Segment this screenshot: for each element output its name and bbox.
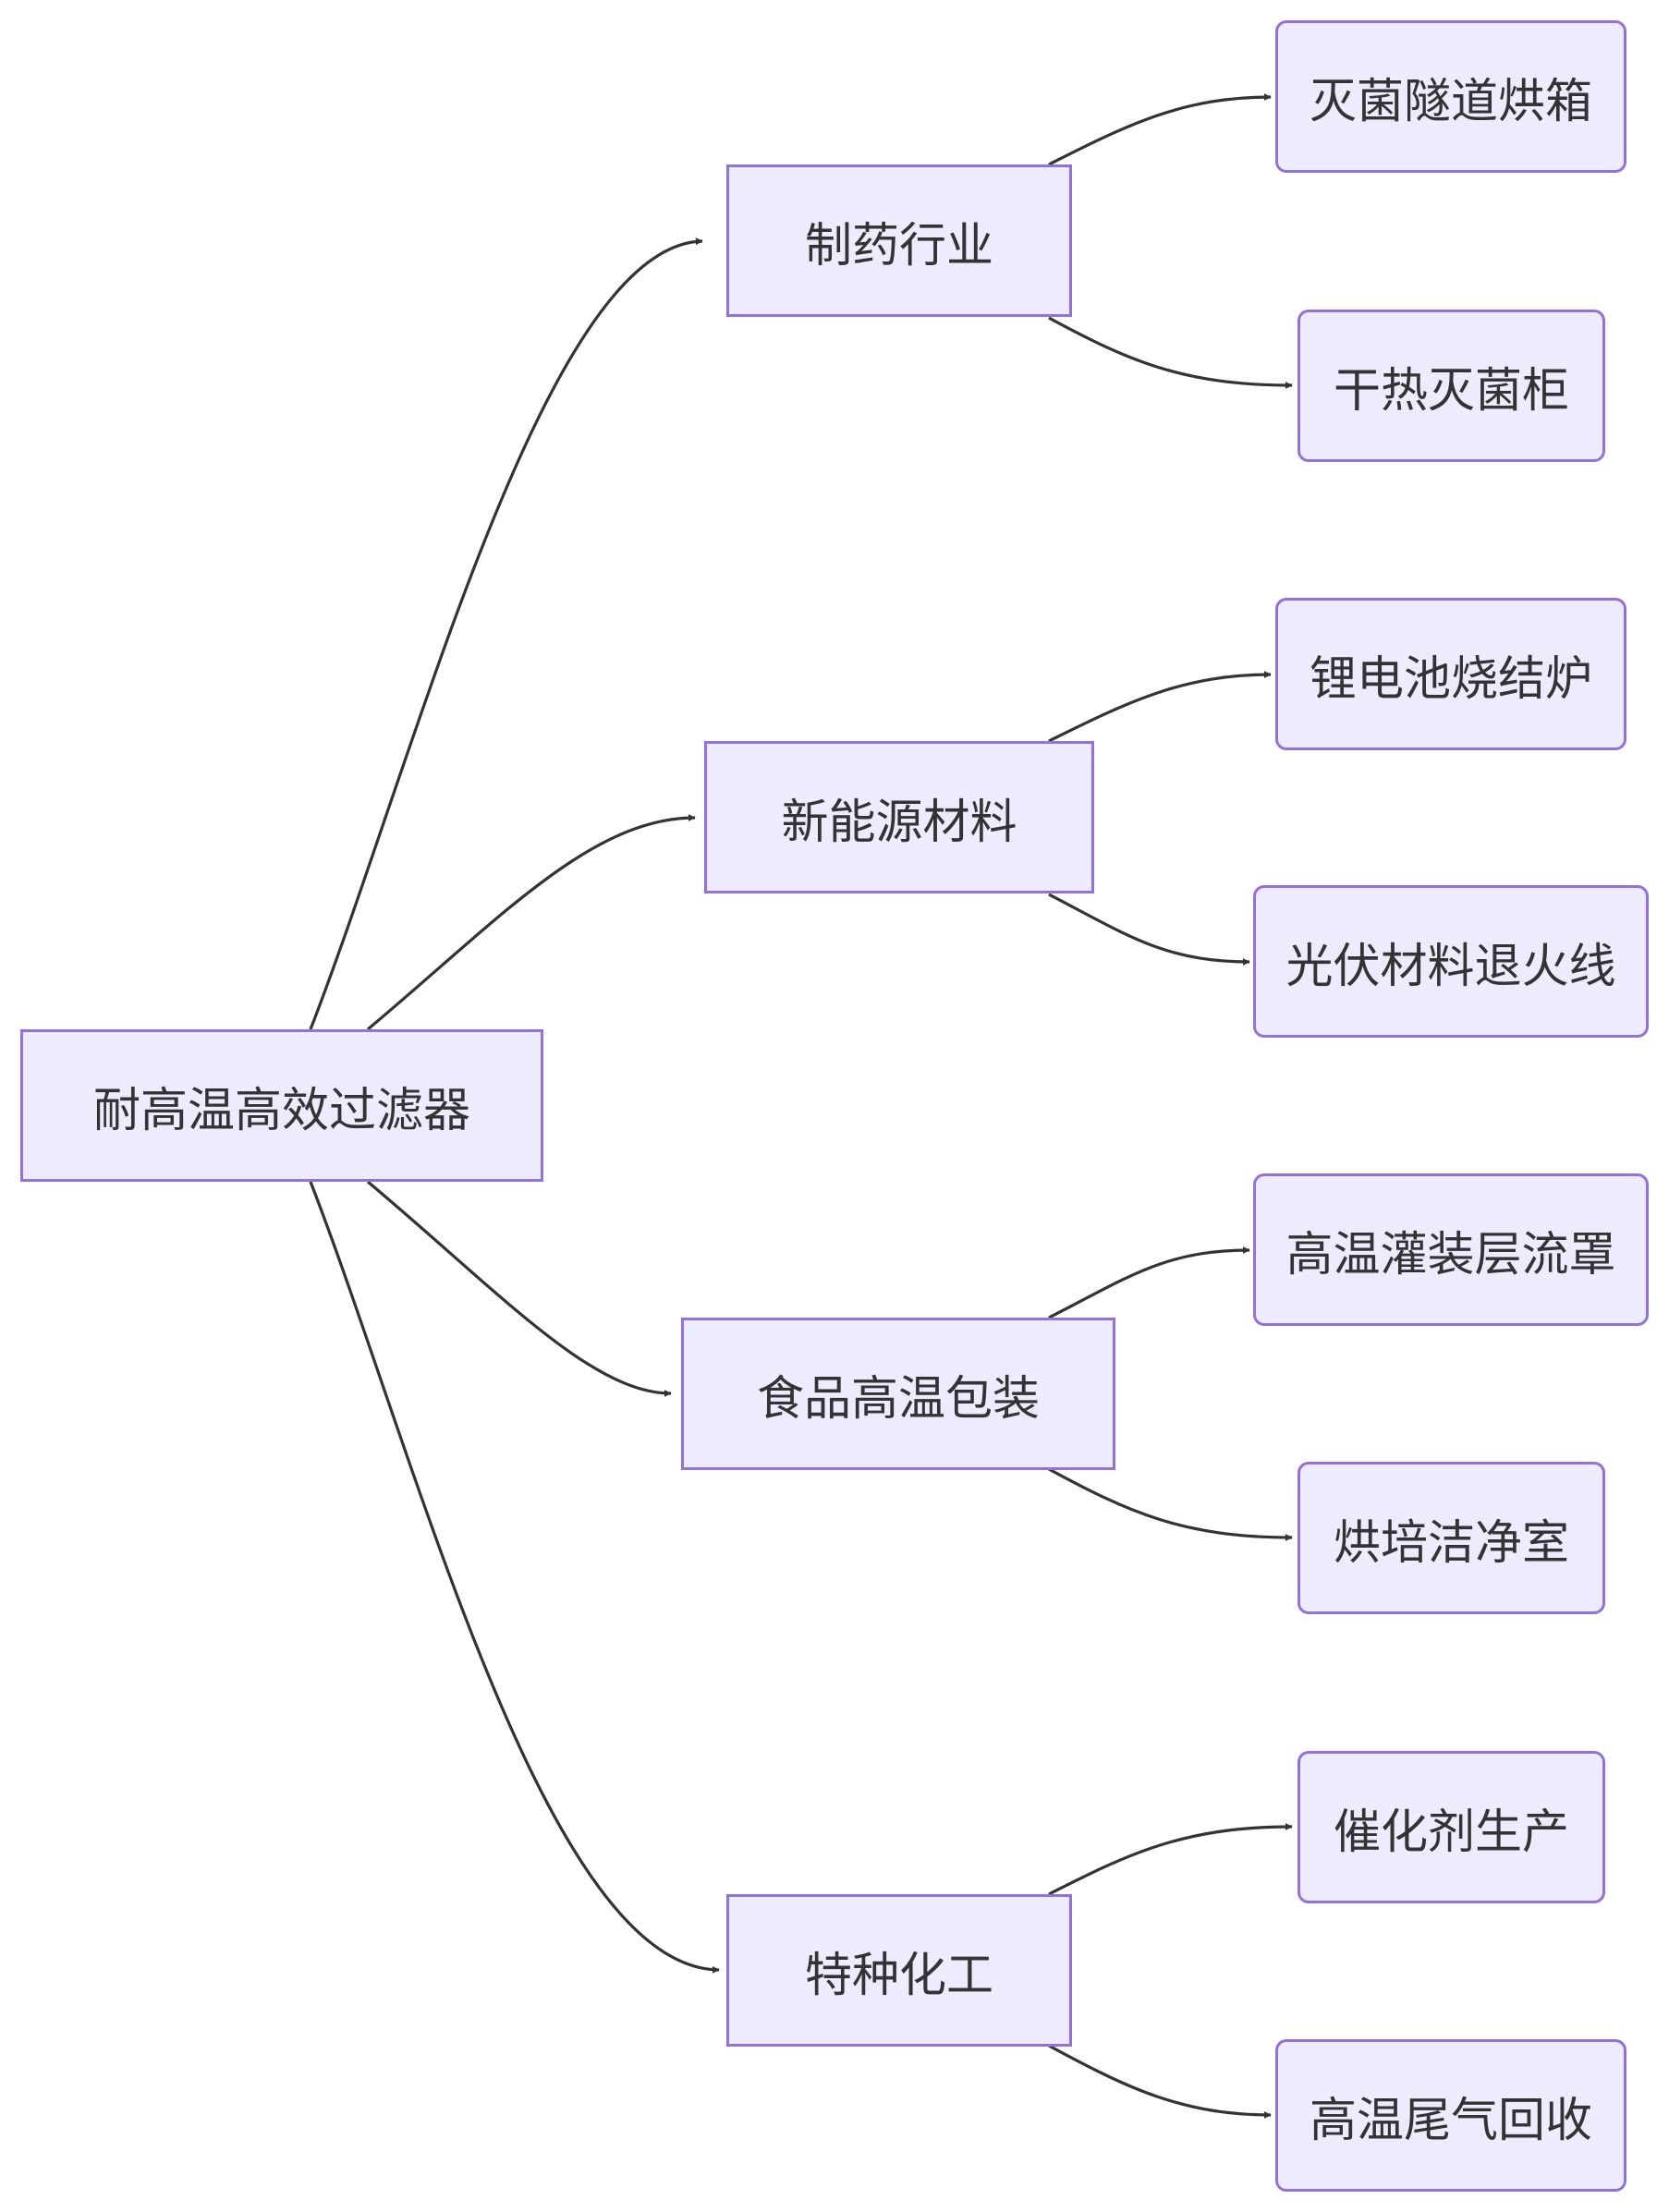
category-node-pharma: 制药行业 [726,164,1072,317]
leaf-node-food-1: 高温灌装层流罩 [1253,1173,1649,1326]
leaf-label-pharma-1: 灭菌隧道烘箱 [1309,74,1592,129]
leaf-label-energy-1: 锂电池烧结炉 [1309,651,1592,707]
edge-chem-to-child-1 [1048,1823,1293,1896]
leaf-label-energy-2: 光伏材料退火线 [1285,939,1616,994]
leaf-label-food-2: 烘培洁净室 [1333,1515,1569,1571]
edge-energy-to-child-2 [1048,893,1250,966]
edge-root-to-chem [309,1181,720,1974]
edge-chem-to-child-2 [1048,2044,1272,2119]
leaf-label-pharma-2: 干热灭菌柜 [1333,363,1569,419]
leaf-node-food-2: 烘培洁净室 [1297,1462,1605,1614]
category-label-pharma: 制药行业 [804,218,993,273]
edge-root-to-food [366,1180,672,1397]
leaf-node-energy-1: 锂电池烧结炉 [1275,598,1626,750]
category-label-food: 食品高温包装 [756,1371,1040,1427]
leaf-node-pharma-1: 灭菌隧道烘箱 [1275,20,1626,173]
edge-root-to-pharma [309,237,703,1030]
leaf-node-pharma-2: 干热灭菌柜 [1297,310,1605,462]
leaf-node-chem-1: 催化剂生产 [1297,1751,1605,1903]
leaf-node-chem-2: 高温尾气回收 [1275,2039,1626,2192]
leaf-label-chem-2: 高温尾气回收 [1309,2093,1592,2148]
leaf-label-food-1: 高温灌装层流罩 [1285,1227,1616,1282]
category-node-energy: 新能源材料 [704,741,1094,893]
edge-pharma-to-child-2 [1048,316,1293,389]
edge-energy-to-child-1 [1048,671,1272,743]
edge-food-to-child-2 [1048,1467,1293,1541]
category-node-food: 食品高温包装 [681,1318,1115,1470]
edge-root-to-energy [366,814,696,1031]
category-node-chem: 特种化工 [726,1894,1072,2047]
edge-food-to-child-1 [1048,1246,1250,1319]
category-label-energy: 新能源材料 [781,795,1017,850]
edge-pharma-to-child-1 [1048,93,1272,166]
root-node-label: 耐高温高效过滤器 [92,1083,470,1138]
category-label-chem: 特种化工 [804,1948,993,2003]
root-node: 耐高温高效过滤器 [20,1029,543,1182]
leaf-node-energy-2: 光伏材料退火线 [1253,885,1649,1038]
leaf-label-chem-1: 催化剂生产 [1333,1805,1569,1860]
